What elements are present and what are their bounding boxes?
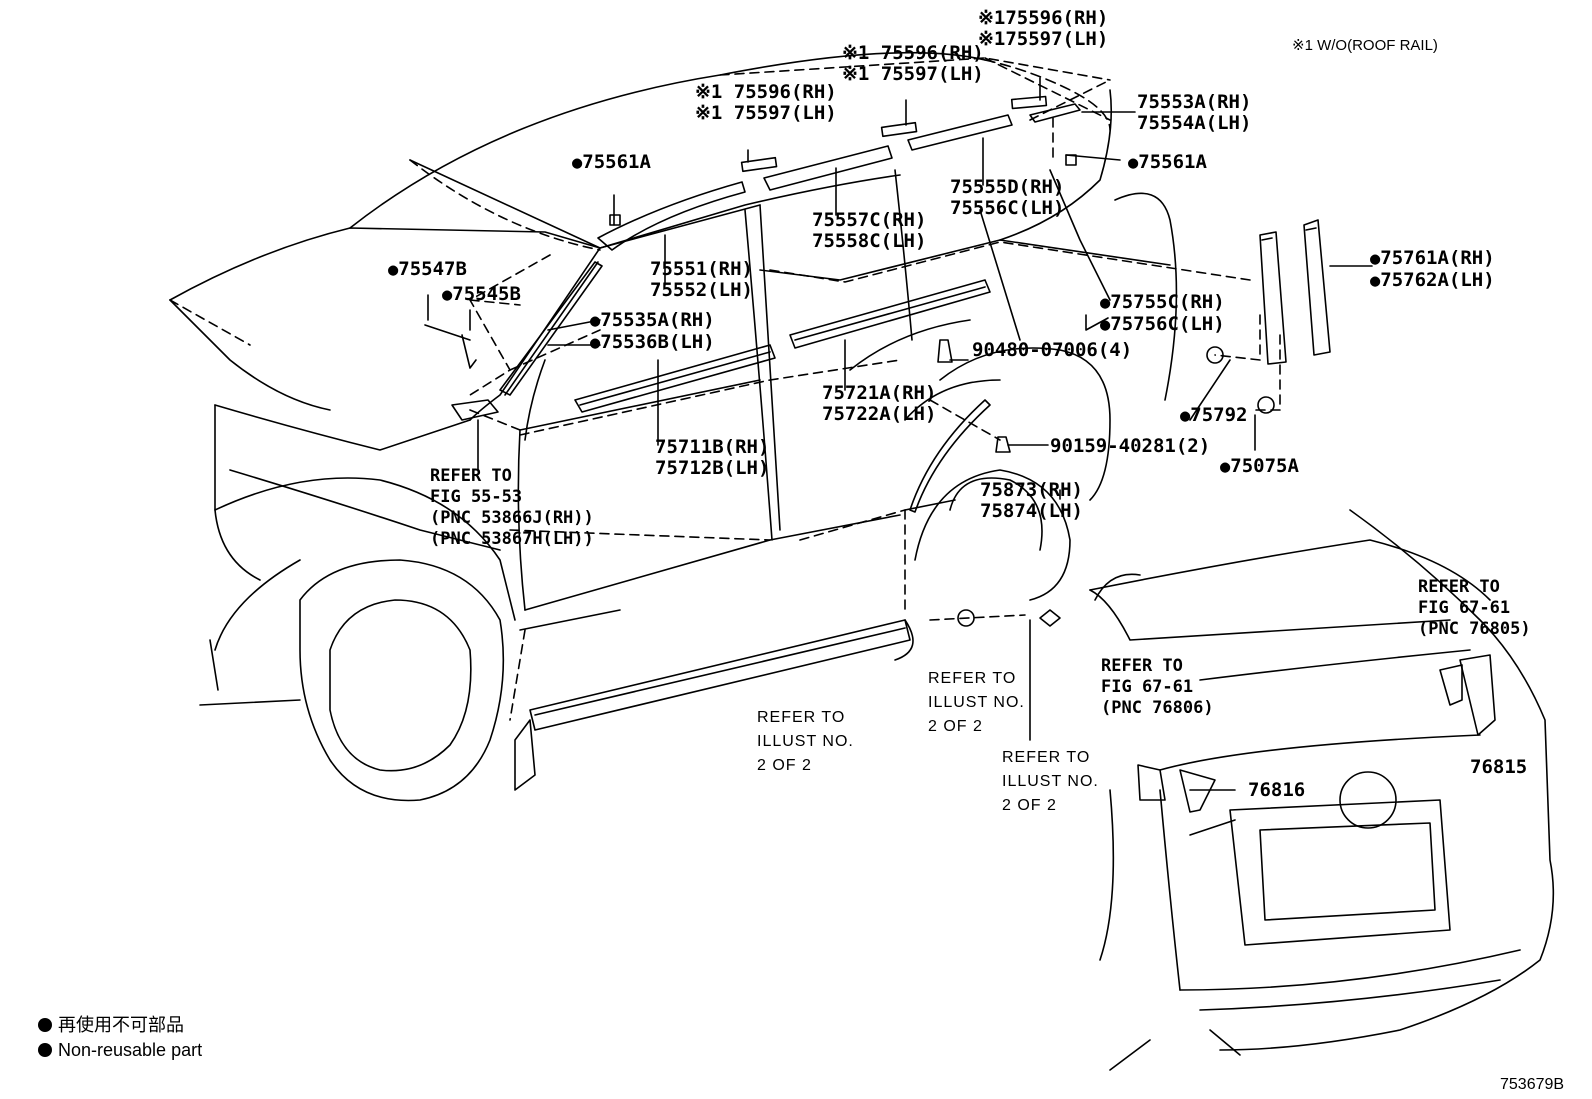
non-reusable-icon xyxy=(572,151,582,173)
non-reusable-icon xyxy=(1180,404,1190,426)
diagram-id: 753679B xyxy=(1500,1076,1565,1093)
ref-illust-c[interactable]: REFER TO ILLUST NO. 2 OF 2 xyxy=(1002,749,1099,814)
label-76815[interactable]: 76815 xyxy=(1470,756,1528,778)
label-75792[interactable]: 75792 xyxy=(1180,404,1247,427)
non-reusable-icon xyxy=(38,1043,52,1057)
non-reusable-icon xyxy=(442,283,452,305)
label-75545B[interactable]: 75545B xyxy=(442,283,521,306)
non-reusable-icon xyxy=(590,309,600,331)
label-75555D[interactable]: 75555D(RH) 75556C(LH) xyxy=(950,176,1065,219)
label-75551[interactable]: 75551(RH) 75552(LH) xyxy=(650,258,753,301)
legend-jp: 再使用不可部品 xyxy=(38,1013,184,1037)
label-75075A[interactable]: 75075A xyxy=(1220,455,1299,478)
parts-shapes xyxy=(424,95,1331,791)
label-roof-clip-b[interactable]: ※1 75596(RH) ※1 75597(LH) xyxy=(842,42,984,85)
ref-fig-67-61-76806[interactable]: REFER TO FIG 67-61 (PNC 76806) xyxy=(1101,656,1214,718)
label-75553A[interactable]: 75553A(RH) 75554A(LH) xyxy=(1137,91,1252,134)
roof-rail-note: ※1 W/O(ROOF RAIL) xyxy=(1292,37,1438,54)
non-reusable-icon xyxy=(1100,291,1110,313)
non-reusable-icon xyxy=(38,1018,52,1032)
non-reusable-icon xyxy=(1370,269,1380,291)
non-reusable-icon xyxy=(1220,455,1230,477)
rear-vehicle xyxy=(1089,509,1555,1071)
label-90480[interactable]: 90480-07006(4) xyxy=(972,339,1133,361)
non-reusable-icon xyxy=(590,331,600,353)
legend-en: Non-reusable part xyxy=(38,1038,202,1062)
dashed-leaders xyxy=(169,57,1281,721)
label-75561A-right[interactable]: 75561A xyxy=(1128,151,1207,174)
ref-fig-55-53[interactable]: REFER TO FIG 55-53 (PNC 53866J(RH)) (PNC… xyxy=(430,466,594,549)
label-75547B[interactable]: 75547B xyxy=(388,258,467,281)
ref-illust-b[interactable]: REFER TO ILLUST NO. 2 OF 2 xyxy=(928,670,1025,735)
label-75721A[interactable]: 75721A(RH) 75722A(LH) xyxy=(822,382,937,425)
label-roof-clip-a[interactable]: ※175596(RH) ※175597(LH) xyxy=(978,7,1109,50)
non-reusable-icon xyxy=(1128,151,1138,173)
label-roof-clip-c[interactable]: ※1 75596(RH) ※1 75597(LH) xyxy=(695,81,837,124)
label-75535A[interactable]: 75535A(RH) 75536B(LH) xyxy=(590,309,715,354)
label-75873[interactable]: 75873(RH) 75874(LH) xyxy=(980,479,1083,522)
label-75761A[interactable]: 75761A(RH) 75762A(LH) xyxy=(1370,247,1495,292)
label-75561A-left[interactable]: 75561A xyxy=(572,151,651,174)
non-reusable-icon xyxy=(1100,313,1110,335)
non-reusable-icon xyxy=(1370,247,1380,269)
label-75755C[interactable]: 75755C(RH) 75756C(LH) xyxy=(1100,291,1225,336)
ref-illust-a[interactable]: REFER TO ILLUST NO. 2 OF 2 xyxy=(757,709,854,774)
label-76816[interactable]: 76816 xyxy=(1248,779,1306,801)
non-reusable-icon xyxy=(388,258,398,280)
label-75711B[interactable]: 75711B(RH) 75712B(LH) xyxy=(655,436,770,479)
label-90159[interactable]: 90159-40281(2) xyxy=(1050,435,1211,457)
label-75557C[interactable]: 75557C(RH) 75558C(LH) xyxy=(812,209,927,252)
vehicle-outline xyxy=(169,51,1178,802)
ref-fig-67-61-76805[interactable]: REFER TO FIG 67-61 (PNC 76805) xyxy=(1418,577,1531,639)
leader-lines xyxy=(427,77,1373,836)
